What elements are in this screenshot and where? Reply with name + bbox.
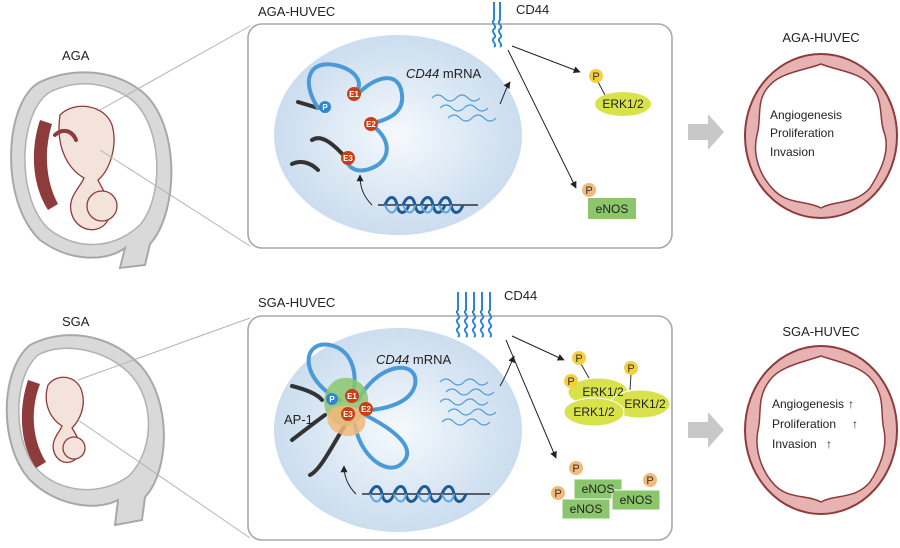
aga-enos-node: P eNOS [582, 183, 636, 219]
sga-arrow-erk [511, 335, 565, 361]
svg-text:P: P [585, 185, 592, 197]
aga-uterus-illustration [10, 71, 173, 270]
fetus [45, 376, 86, 463]
svg-text:P: P [575, 353, 582, 365]
aga-outcome-invasion: Invasion [770, 145, 815, 159]
sga-vessel [744, 345, 898, 515]
sga-enos-cluster: eNOS eNOS eNOS P P P [551, 461, 661, 520]
svg-text:P: P [592, 71, 599, 83]
sga-nucleus [274, 328, 522, 532]
svg-text:E3: E3 [343, 154, 353, 163]
aga-cd44-receptor [491, 2, 503, 48]
sga-transcription-arrow [340, 465, 357, 495]
aga-arrow-enos [507, 49, 577, 189]
aga-mrna-squiggles [431, 94, 497, 122]
sga-cd44-receptor [455, 292, 493, 338]
sga-mrna-squiggles [439, 378, 497, 426]
aga-group-label: AGA [62, 48, 90, 63]
sga-outcome-proliferation: Proliferation ↑ [772, 417, 858, 431]
aga-enhancer-e2: E2 [364, 117, 378, 131]
svg-text:E1: E1 [347, 392, 357, 401]
aga-dna-helix [378, 196, 478, 214]
svg-text:ERK1/2: ERK1/2 [624, 397, 666, 411]
svg-text:P: P [554, 488, 561, 500]
svg-text:E3: E3 [343, 410, 353, 419]
sga-erk-cluster: ERK1/2 ERK1/2 ERK1/2 P P P [563, 351, 671, 427]
svg-text:Invasion: Invasion [772, 437, 817, 451]
svg-text:P: P [627, 363, 634, 375]
sga-outcome-arrow [688, 412, 724, 448]
fetus [53, 105, 118, 231]
sga-arrow-enos [505, 339, 557, 459]
sga-uterus-illustration [5, 334, 165, 527]
svg-text:P: P [329, 395, 335, 404]
svg-text:↑: ↑ [848, 397, 854, 411]
svg-text:ERK1/2: ERK1/2 [602, 97, 644, 111]
sga-enhancer-e3: E3 [341, 407, 355, 421]
placenta [33, 120, 58, 210]
svg-text:P: P [567, 376, 574, 388]
aga-chromatin [290, 62, 405, 173]
svg-text:P: P [572, 463, 579, 475]
sga-enhancer-e2: E2 [359, 402, 373, 416]
placenta [21, 380, 46, 468]
aga-enhancer-e3: E3 [341, 151, 355, 165]
svg-text:eNOS: eNOS [620, 493, 653, 507]
svg-text:ERK1/2: ERK1/2 [582, 385, 624, 399]
aga-outcome-proliferation: Proliferation [770, 126, 834, 140]
aga-nucleus [274, 35, 522, 235]
aga-transcription-arrow [356, 174, 373, 206]
sga-enhancer-e1: E1 [345, 389, 359, 403]
aga-mrna-label: CD44 mRNA [406, 66, 481, 81]
sga-outcome-angiogenesis: Angiogenesis ↑ [772, 397, 854, 411]
svg-text:ERK1/2: ERK1/2 [573, 405, 615, 419]
svg-text:↑: ↑ [826, 437, 832, 451]
zoom-line-bottom [99, 149, 251, 247]
aga-row: AGA AGA-HUVEC [10, 2, 898, 270]
zoom-line-bottom [77, 419, 251, 539]
svg-text:↑: ↑ [852, 417, 858, 431]
aga-cd44-label: CD44 [516, 2, 549, 17]
svg-text:E2: E2 [361, 405, 371, 414]
svg-text:eNOS: eNOS [582, 482, 615, 496]
sga-dna-helix [362, 485, 490, 503]
aga-arrow-erk [511, 45, 581, 74]
zoom-line-top [77, 317, 251, 381]
svg-text:eNOS: eNOS [570, 502, 603, 516]
sga-outcome-invasion: Invasion ↑ [772, 437, 832, 451]
svg-text:Proliferation: Proliferation [772, 417, 836, 431]
aga-promoter: P [319, 101, 331, 113]
aga-translation-arrow [499, 81, 511, 105]
svg-text:P: P [646, 475, 653, 487]
svg-text:E2: E2 [366, 120, 376, 129]
svg-text:Angiogenesis: Angiogenesis [772, 397, 844, 411]
sga-group-label: SGA [62, 314, 90, 329]
sga-mrna-label: CD44 mRNA [376, 352, 451, 367]
aga-vessel [744, 53, 898, 219]
sga-translation-arrow [499, 355, 515, 387]
sga-tf-label: AP-1 [284, 412, 313, 427]
svg-text:E1: E1 [349, 90, 359, 99]
sga-row: SGA SGA-HUVEC P [5, 288, 898, 541]
aga-cell-title: AGA-HUVEC [258, 4, 335, 19]
aga-erk-node: P ERK1/2 [589, 69, 651, 116]
zoom-line-top [99, 25, 251, 111]
svg-text:eNOS: eNOS [596, 202, 629, 216]
aga-outcome-angiogenesis: Angiogenesis [770, 108, 842, 122]
aga-enhancer-e1: E1 [347, 87, 361, 101]
aga-outcome-arrow [688, 114, 724, 150]
sga-promoter: P [326, 393, 338, 405]
sga-outcome-title: SGA-HUVEC [782, 324, 859, 339]
svg-text:P: P [322, 103, 328, 112]
aga-outcome-title: AGA-HUVEC [782, 30, 859, 45]
sga-cd44-label: CD44 [504, 288, 537, 303]
sga-cell-title: SGA-HUVEC [258, 295, 335, 310]
